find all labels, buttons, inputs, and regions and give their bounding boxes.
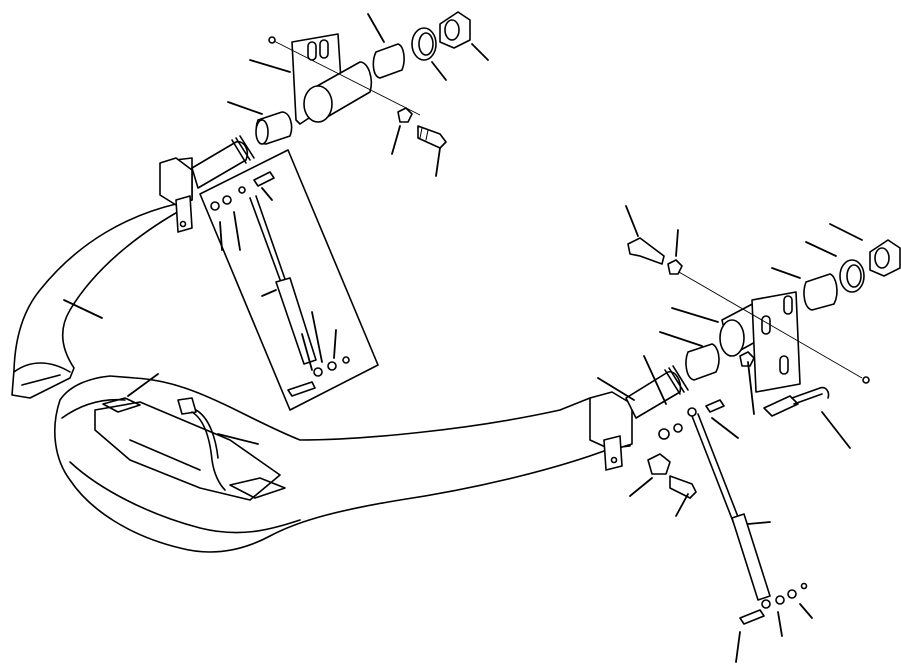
lower-gas-spring [647,399,808,625]
lower-pivot-assembly [627,237,901,417]
upper-pivot-assembly [255,11,471,149]
callout-leaders [63,13,863,663]
armrest-frame [11,135,689,553]
upper-gas-spring-inset [199,149,379,411]
